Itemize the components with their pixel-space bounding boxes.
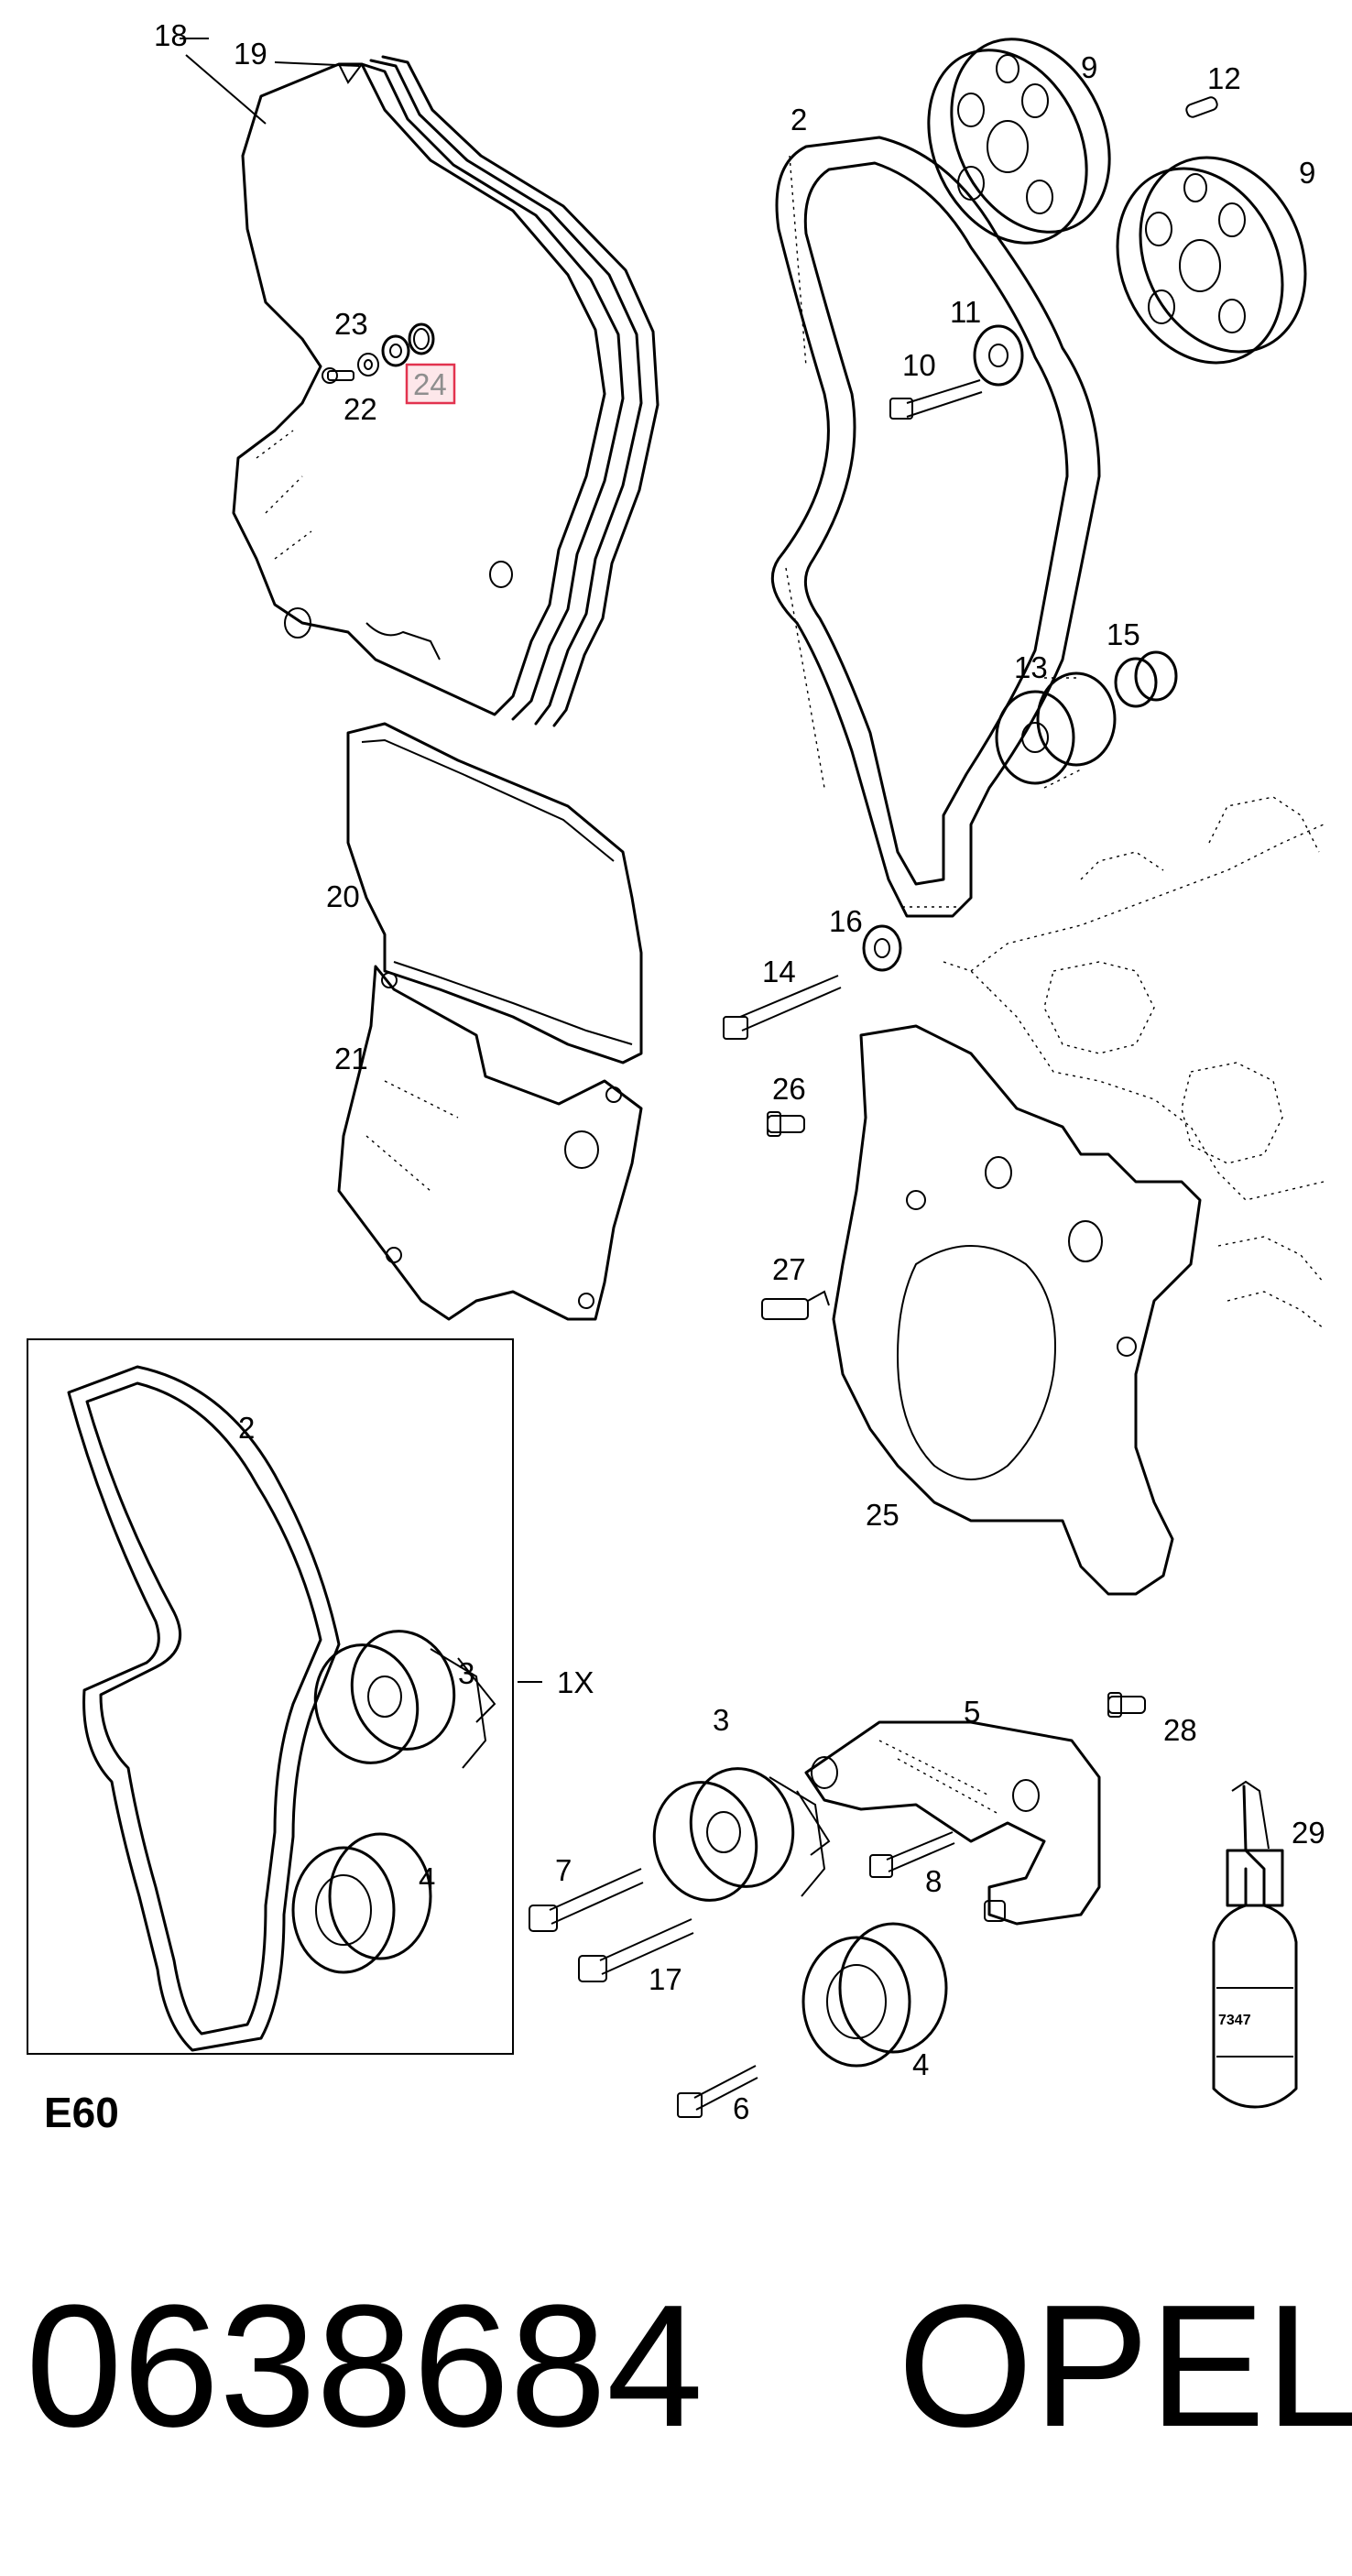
label-10: 10 [902,348,936,382]
bolt-7[interactable] [529,1868,644,1932]
bolt-17[interactable] [578,1918,694,1982]
label-29: 29 [1292,1816,1325,1850]
bracket-5[interactable] [804,1720,1101,1926]
label-1x: 1X [557,1665,594,1699]
label-28: 28 [1163,1713,1197,1747]
label-8: 8 [925,1864,942,1898]
label-9-upper: 9 [1081,50,1097,84]
label-2-inset: 2 [238,1411,255,1445]
camshaft-pulley-lower[interactable] [1086,130,1336,389]
label-25: 25 [866,1498,900,1532]
label-7: 7 [555,1853,572,1887]
timing-belt[interactable] [770,136,1101,918]
spacer-sleeve[interactable] [381,334,410,367]
label-27: 27 [772,1252,806,1286]
inset-tensioner-3[interactable] [302,1620,496,1774]
label-26: 26 [772,1072,806,1106]
label-2-belt: 2 [790,103,807,136]
tensioner-3[interactable] [641,1757,831,1912]
dowel-pin-12[interactable] [1185,96,1219,119]
label-19: 19 [234,37,267,71]
label-3-inset: 3 [458,1656,474,1690]
part-number: 0638684 [26,2269,703,2463]
label-3: 3 [713,1703,729,1737]
screw-26[interactable] [767,1111,805,1137]
label-24-highlighted[interactable]: 24 [413,367,447,401]
label-20: 20 [326,879,360,913]
label-13: 13 [1014,650,1048,684]
label-4-inset: 4 [419,1861,435,1895]
bolt-8[interactable] [869,1831,955,1878]
highlight-box-24 [405,363,456,405]
kit-inset-frame [27,1338,514,2055]
washer-23[interactable] [357,353,379,377]
bolt-14[interactable] [723,975,842,1040]
label-5: 5 [964,1695,980,1729]
crankshaft-sprocket-13[interactable] [995,671,1117,789]
bolt-22[interactable] [322,367,354,384]
camshaft-pulley-upper[interactable] [899,13,1139,268]
label-15: 15 [1107,617,1140,651]
leader-18b [185,54,267,125]
label-16: 16 [829,904,863,938]
sealant-bottle-29[interactable]: 7347 [1212,1780,1298,2109]
brand-name: OPEL [898,2269,1352,2463]
label-9-lower: 9 [1299,156,1315,190]
label-18: 18 [154,18,188,52]
rear-timing-cover-25[interactable] [832,1024,1202,1596]
idler-4[interactable] [801,1922,948,2068]
group-code: E60 [44,2089,119,2136]
leader-19 [274,61,360,67]
label-22: 22 [343,392,377,426]
idler-pulley-11[interactable] [973,324,1024,387]
label-11: 11 [950,295,981,329]
label-17: 17 [649,1962,682,1996]
lower-timing-cover-21[interactable] [337,965,643,1321]
label-6: 6 [733,2091,749,2125]
seal-ring-24[interactable] [408,322,435,355]
bottle-print: 7347 [1218,2013,1251,2028]
bolt-28[interactable] [1107,1692,1146,1718]
inset-timing-belt[interactable] [67,1365,341,2052]
label-4: 4 [912,2047,929,2081]
bolt-10[interactable] [889,379,983,420]
engine-block [943,796,1325,1329]
bolt-6[interactable] [677,2065,758,2118]
label-23: 23 [334,307,368,341]
label-21: 21 [334,1042,368,1075]
spacer-16[interactable] [862,924,902,972]
label-14: 14 [762,955,796,988]
upper-timing-cover[interactable] [232,55,660,727]
sensor-27[interactable] [761,1290,830,1320]
middle-timing-cover-20[interactable] [346,722,643,1064]
sleeve-15[interactable] [1114,650,1178,708]
label-12: 12 [1207,61,1241,95]
inset-idler-4[interactable] [291,1832,432,1974]
